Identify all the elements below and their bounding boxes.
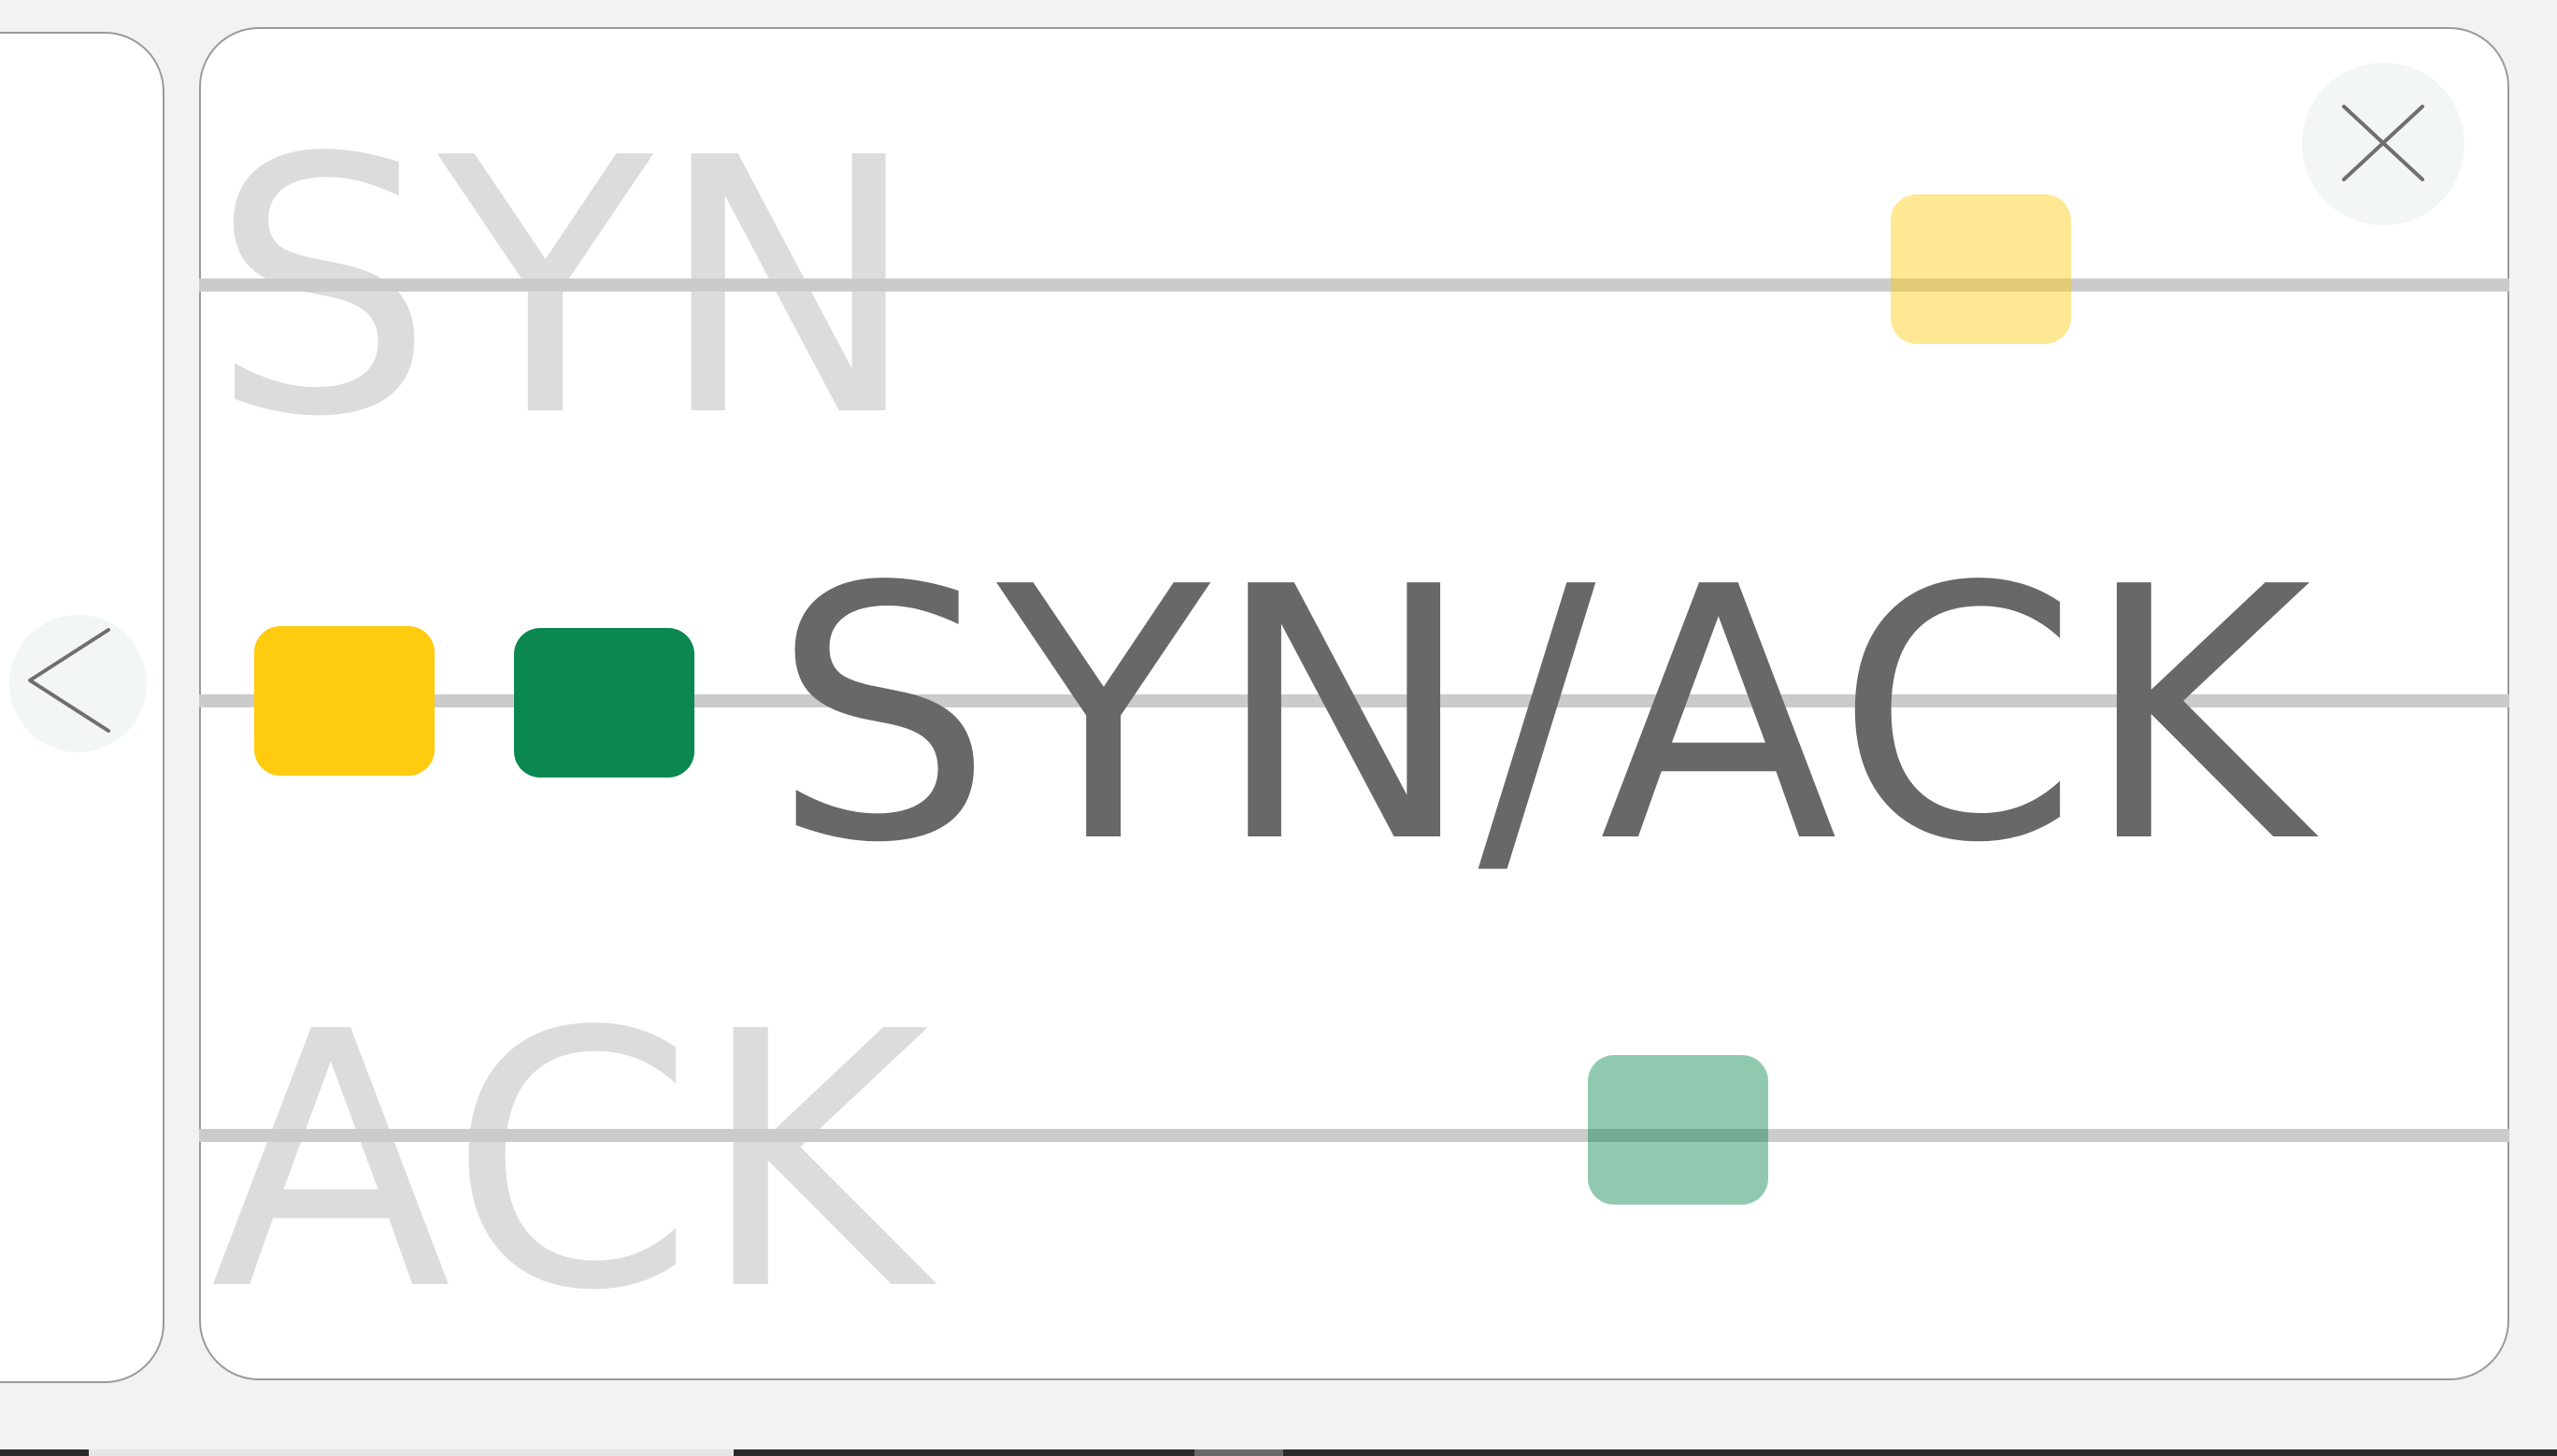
- chevron-left-icon: [28, 628, 110, 733]
- synack-syn-packet: [254, 626, 435, 776]
- close-icon: [2342, 105, 2424, 181]
- taskbar-segment: [1194, 1449, 1283, 1456]
- synack-track-line: [199, 694, 2509, 707]
- bottom-taskbar: [0, 1449, 2557, 1456]
- synack-label: SYN/ACK: [772, 513, 2315, 919]
- ack-track-line: [199, 1129, 2509, 1142]
- taskbar-segment: [89, 1449, 734, 1456]
- synack-ack-packet: [514, 628, 694, 778]
- close-button[interactable]: [2302, 63, 2464, 225]
- syn-track-line: [199, 278, 2509, 292]
- syn-packet: [1891, 194, 2071, 344]
- previous-button[interactable]: [9, 615, 147, 752]
- ack-label: ACK: [210, 957, 934, 1367]
- ack-packet: [1588, 1055, 1768, 1205]
